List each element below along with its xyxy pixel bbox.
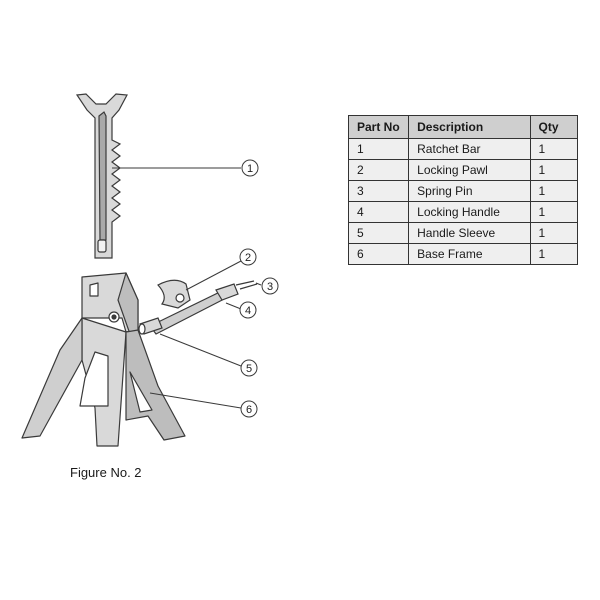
qty-cell: 1 (529, 138, 578, 160)
table-row: 5 Handle Sleeve 1 (347, 222, 578, 244)
description-cell: Base Frame (408, 243, 531, 265)
callout-5: 5 (240, 359, 258, 377)
table-row: 4 Locking Handle 1 (347, 201, 578, 223)
locking-pawl-drawing (157, 279, 191, 309)
leader-line-4 (225, 302, 242, 310)
callout-1: 1 (241, 159, 259, 177)
part-number-cell: 2 (347, 159, 410, 181)
leader-line-2 (185, 260, 242, 291)
part-number-cell: 4 (347, 201, 410, 223)
table-header-row: Part No Description Qty (347, 115, 578, 139)
description-cell: Locking Pawl (408, 159, 531, 181)
qty-cell: 1 (529, 159, 578, 181)
qty-cell: 1 (529, 180, 578, 202)
leader-line-3 (255, 282, 262, 286)
description-cell: Handle Sleeve (408, 222, 531, 244)
callout-4: 4 (239, 301, 257, 319)
callout-4-number: 4 (245, 305, 251, 317)
callout-2-number: 2 (245, 252, 251, 264)
description-cell: Ratchet Bar (408, 138, 531, 160)
callout-6: 6 (240, 400, 258, 418)
table-row: 1 Ratchet Bar 1 (347, 138, 578, 160)
part-number-cell: 6 (347, 243, 410, 265)
column-header-qty: Qty (529, 115, 578, 139)
table-row: 2 Locking Pawl 1 (347, 159, 578, 181)
part-number-cell: 3 (347, 180, 410, 202)
callout-2: 2 (239, 248, 257, 266)
handle-sleeve-drawing (138, 317, 163, 335)
spring-pin-drawing (235, 280, 258, 290)
callout-1-number: 1 (247, 163, 253, 175)
qty-cell: 1 (529, 243, 578, 265)
leader-line-5 (159, 333, 242, 367)
qty-cell: 1 (529, 222, 578, 244)
figure-caption: Figure No. 2 (70, 465, 142, 480)
callout-3-number: 3 (267, 281, 273, 293)
parts-table: Part No Description Qty 1 Ratchet Bar 1 … (347, 115, 578, 265)
callout-5-number: 5 (246, 363, 252, 375)
column-header-part-no: Part No (347, 115, 410, 139)
table-row: 3 Spring Pin 1 (347, 180, 578, 202)
leader-lines (112, 167, 262, 409)
qty-cell: 1 (529, 201, 578, 223)
base-frame-drawing (21, 272, 186, 447)
leader-line-6 (149, 392, 242, 409)
part-number-cell: 1 (347, 138, 410, 160)
column-header-description: Description (408, 115, 531, 139)
description-cell: Locking Handle (408, 201, 531, 223)
callout-3: 3 (261, 277, 279, 295)
ratchet-bar-drawing (75, 93, 128, 259)
description-cell: Spring Pin (408, 180, 531, 202)
locking-handle-drawing (149, 283, 239, 335)
table-row: 6 Base Frame 1 (347, 243, 578, 265)
callout-6-number: 6 (246, 404, 252, 416)
part-number-cell: 5 (347, 222, 410, 244)
